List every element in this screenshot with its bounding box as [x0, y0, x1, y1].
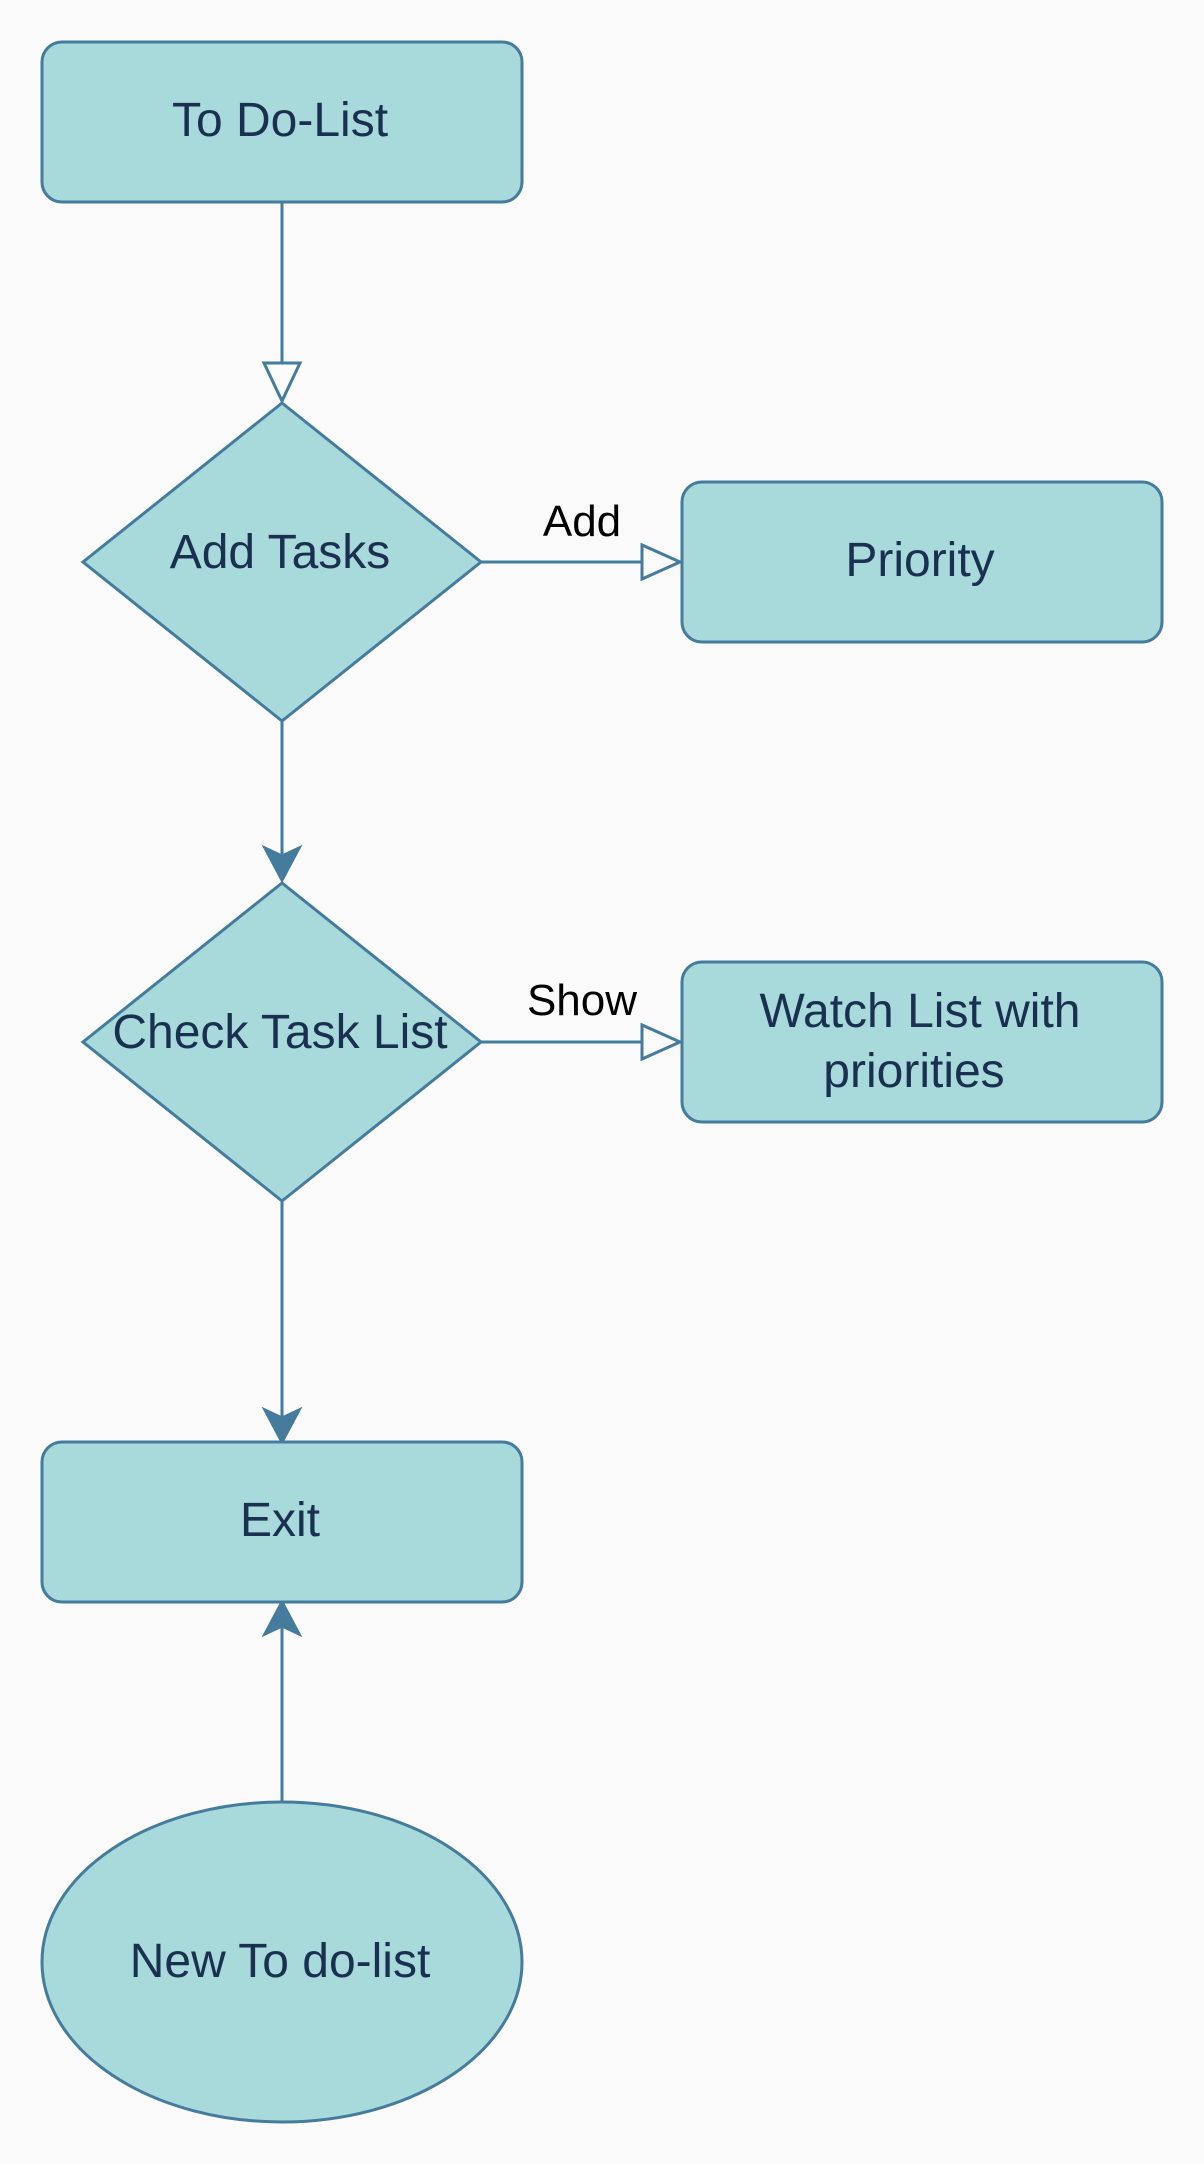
edge-label-add: Add	[543, 497, 621, 546]
edge-add-tasks-to-check-task-list	[261, 721, 303, 884]
filled-arrowhead	[261, 1406, 303, 1446]
node-todo-list: To Do-List	[40, 40, 524, 204]
node-add-tasks: Add Tasks	[80, 401, 484, 723]
node-priority-label: Priority	[845, 534, 994, 587]
filled-arrowhead	[261, 844, 303, 884]
node-exit-label: Exit	[240, 1494, 320, 1547]
node-todo-list-label: To Do-List	[172, 94, 388, 147]
node-watch-list-label-line2: priorities	[823, 1045, 1004, 1098]
node-priority: Priority	[680, 480, 1164, 644]
node-watch-list: Watch List with priorities	[680, 960, 1164, 1124]
edge-check-task-list-to-watch-list: Show	[481, 976, 684, 1062]
edge-todo-to-add-tasks	[261, 202, 303, 405]
node-add-tasks-label: Add Tasks	[170, 526, 391, 579]
node-new-todo-list-label: New To do-list	[130, 1935, 431, 1988]
hollow-arrowhead	[640, 542, 684, 582]
hollow-arrowhead	[640, 1022, 684, 1062]
edge-add-tasks-to-priority: Add	[481, 497, 684, 582]
node-new-todo-list: New To do-list	[40, 1800, 524, 2124]
node-check-task-list: Check Task List	[80, 881, 484, 1203]
hollow-arrowhead	[261, 361, 303, 405]
edge-label-show: Show	[527, 976, 637, 1025]
edge-new-todo-to-exit	[261, 1598, 303, 1802]
node-exit: Exit	[40, 1440, 524, 1604]
edge-check-task-list-to-exit	[261, 1201, 303, 1446]
node-watch-list-label-line1: Watch List with	[760, 985, 1081, 1038]
node-check-task-list-label: Check Task List	[112, 1006, 447, 1059]
filled-arrowhead	[261, 1598, 303, 1638]
